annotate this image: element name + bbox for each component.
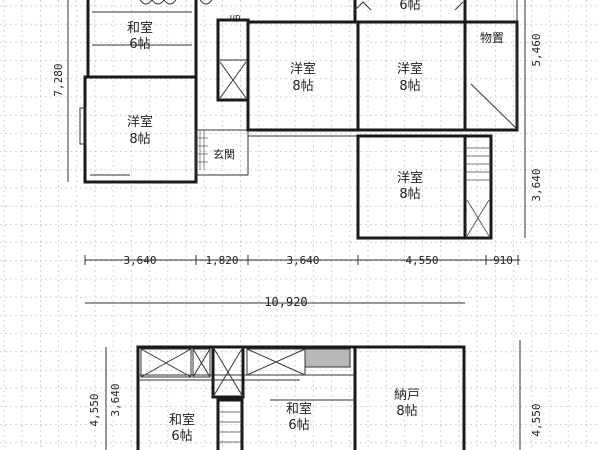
dim-row-3: 3,640 xyxy=(286,254,319,267)
label-washitsu-top-size: 6帖 xyxy=(129,37,150,52)
label-washitsu-b2-size: 6帖 xyxy=(288,418,309,433)
label-nando-name: 納戸 xyxy=(394,388,420,403)
stair-box-lower xyxy=(211,345,245,399)
dim-row-4: 4,550 xyxy=(405,254,438,267)
room-top-right xyxy=(353,0,467,24)
lower-outline xyxy=(136,345,466,450)
label-washitsu-b1-size: 6帖 xyxy=(171,429,192,444)
dim-row-1: 3,640 xyxy=(123,254,156,267)
label-youshitsu-right-size: 8帖 xyxy=(399,79,420,94)
dim-row-5: 910 xyxy=(493,254,513,267)
dim-bottom-left-outer: 4,550 xyxy=(88,393,101,426)
label-youshitsu-low-size: 8帖 xyxy=(399,187,420,202)
label-washitsu-b2-name: 和室 xyxy=(286,401,312,417)
dim-bottom-right: 4,550 xyxy=(530,403,543,436)
label-storage: 物置 xyxy=(480,31,504,45)
dim-bottom-left-inner: 3,640 xyxy=(109,383,122,416)
entrance-area xyxy=(195,129,249,176)
label-entrance: 玄関 xyxy=(213,147,235,161)
label-youshitsu-right-name: 洋室 xyxy=(397,61,423,77)
label-youshitsu-left-size: 8帖 xyxy=(129,132,150,147)
label-youshitsu-mid-name: 洋室 xyxy=(290,61,316,77)
label-youshitsu-low-name: 洋室 xyxy=(397,170,423,186)
label-washitsu-top-name: 和室 xyxy=(127,20,153,36)
dim-row-2: 1,820 xyxy=(205,254,238,267)
dim-right-upper: 5,460 xyxy=(530,33,543,66)
stair-right xyxy=(463,134,493,240)
label-nando-size: 8帖 xyxy=(396,404,417,419)
label-top-right: 6帖 xyxy=(399,0,420,13)
dim-overall: 10,920 xyxy=(264,295,307,309)
label-youshitsu-left-name: 洋室 xyxy=(127,114,153,130)
dim-left-total: 7,280 xyxy=(52,63,65,96)
stair-lower xyxy=(216,398,244,450)
svg-text:up: up xyxy=(230,13,241,23)
label-youshitsu-mid-size: 8帖 xyxy=(292,79,313,94)
lower-floor xyxy=(136,345,466,450)
label-washitsu-b1-name: 和室 xyxy=(169,412,195,428)
dim-right-lower: 3,640 xyxy=(530,168,543,201)
upper-floor: up xyxy=(79,0,519,240)
